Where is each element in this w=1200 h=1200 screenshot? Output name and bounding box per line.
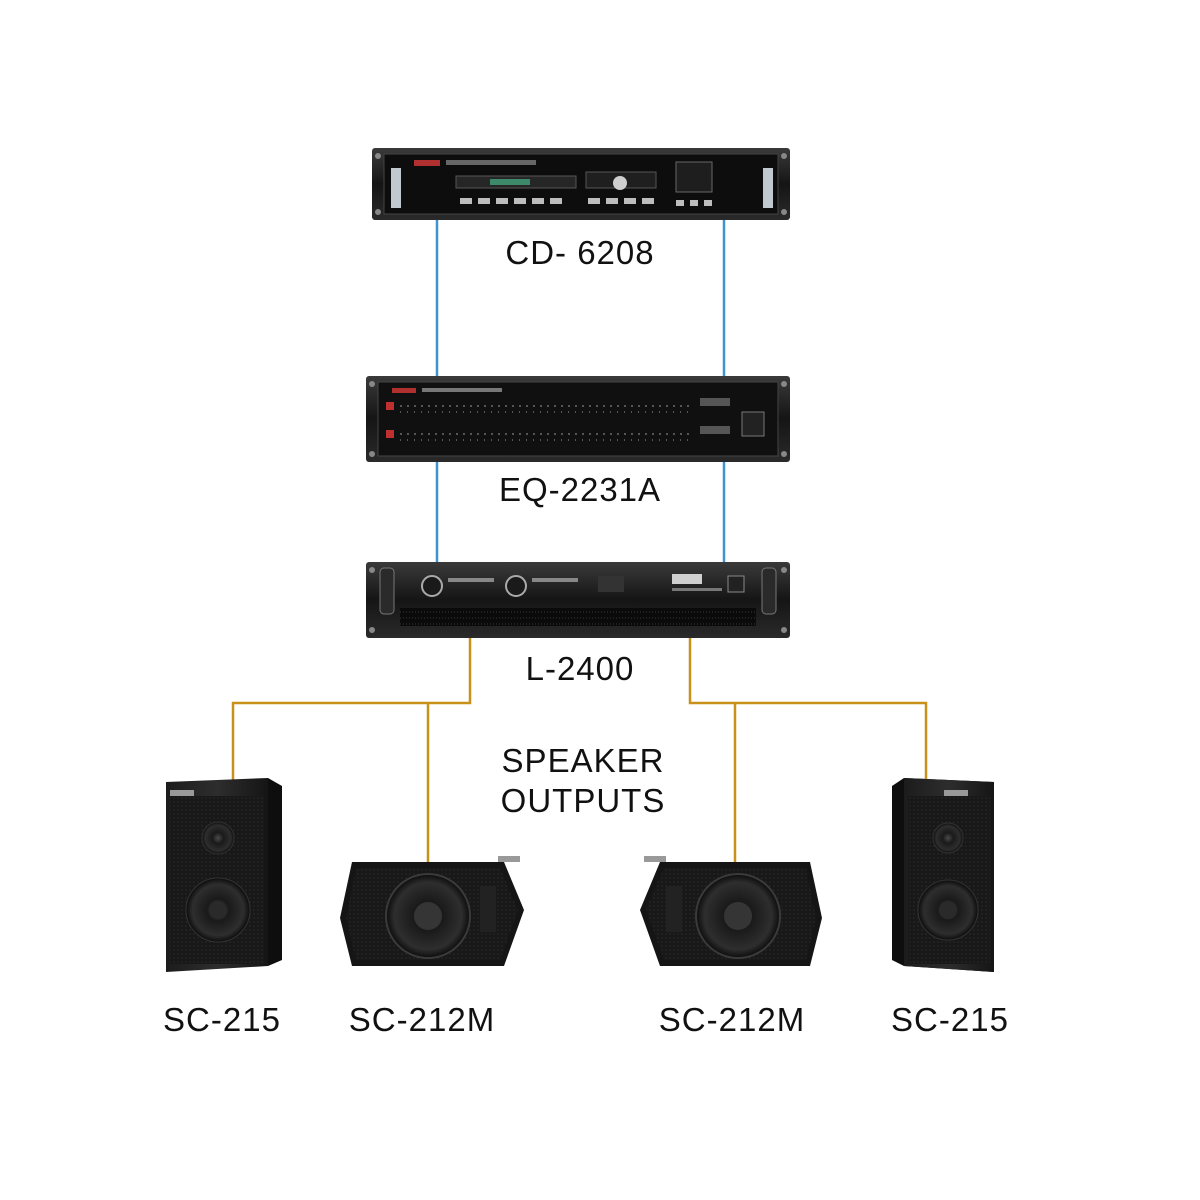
speaker-label-3: SC-212M bbox=[659, 1001, 805, 1038]
speaker-sc-215-right bbox=[892, 778, 994, 972]
speaker-sc-215-left bbox=[166, 778, 282, 972]
speaker-outputs-line2: OUTPUTS bbox=[501, 782, 666, 819]
speaker-cables bbox=[231, 636, 928, 862]
speaker-label-4: SC-215 bbox=[891, 1001, 1009, 1038]
eq-2231a-unit bbox=[366, 376, 790, 462]
cable-right-bus bbox=[688, 636, 928, 782]
speaker-sc-212m-right bbox=[640, 856, 822, 966]
speaker-sc-212m-left bbox=[340, 856, 524, 966]
signal-cables bbox=[435, 220, 726, 565]
cable-left-bus bbox=[231, 636, 472, 782]
l-2400-label: L-2400 bbox=[526, 650, 635, 687]
cd-6208-label: CD- 6208 bbox=[505, 234, 654, 271]
eq-2231a-label: EQ-2231A bbox=[499, 471, 661, 508]
speaker-outputs-line1: SPEAKER bbox=[502, 742, 665, 779]
cd-6208-unit bbox=[372, 148, 790, 220]
l-2400-unit bbox=[366, 562, 790, 638]
speaker-label-2: SC-212M bbox=[349, 1001, 495, 1038]
speaker-label-1: SC-215 bbox=[163, 1001, 281, 1038]
